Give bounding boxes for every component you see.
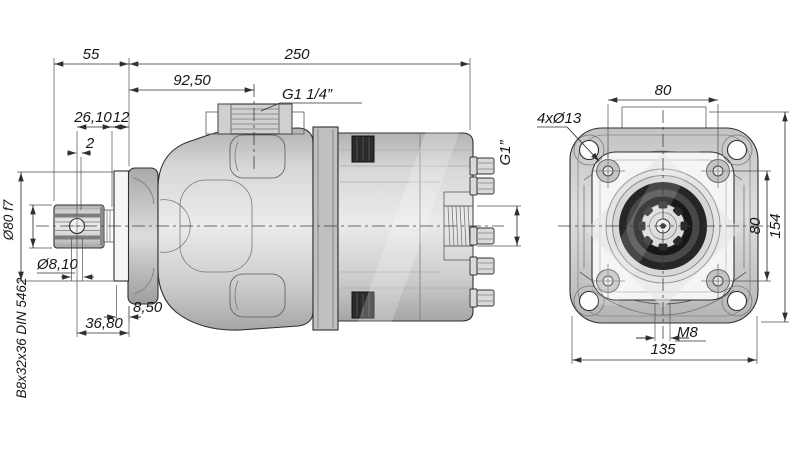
- dim-stud-spacing-vertical: 80: [747, 217, 764, 234]
- dim-port-position: 92,50: [173, 72, 211, 89]
- dim-overall-height: 154: [767, 213, 784, 238]
- shaft-groove-band: [100, 207, 104, 246]
- dim-cross-hole-diameter: Ø8,10: [36, 256, 79, 273]
- plug-bottom: [351, 291, 375, 319]
- dim-shaft-length: 55: [83, 46, 100, 63]
- drive-shaft-spline: [53, 204, 115, 249]
- dim-rear-port-thread: G1”: [497, 139, 514, 165]
- dim-spline-spec: B8x32x36 DIN 5462: [14, 277, 29, 398]
- side-view: 55 250 92,50 G1 1/4” 26,10 12: [1, 46, 521, 398]
- dim-total-length: 250: [283, 46, 310, 63]
- dim-hole-to-flange: 36,80: [85, 315, 123, 332]
- mid-collar: [312, 126, 339, 331]
- dim-groove: 2: [85, 135, 95, 152]
- rear-body: [337, 132, 495, 322]
- hex-bolt: [469, 288, 495, 308]
- front-view-dimensions: 80 4xØ13 80 154 M8: [537, 82, 789, 364]
- dim-pilot-diameter: Ø80 f7: [1, 199, 16, 241]
- hex-bolt: [469, 256, 495, 276]
- top-port-g1-1-4: [205, 103, 305, 135]
- gloss-highlight: [355, 125, 462, 330]
- rear-bolts: [469, 156, 495, 308]
- spline-groove: [55, 235, 103, 240]
- corner-mount-holes: [573, 134, 753, 317]
- m8-hole: [701, 264, 735, 298]
- side-view-dimensions: 55 250 92,50 G1 1/4” 26,10 12: [1, 46, 521, 398]
- dim-hole-to-shaft-end: 26,10: [73, 109, 112, 126]
- dim-top-port-thread: G1 1/4”: [282, 86, 333, 103]
- spline-groove: [55, 213, 103, 218]
- mounting-flange: [113, 167, 159, 305]
- m8-stud-holes: [591, 154, 735, 298]
- dim-stud-thread: M8: [677, 324, 698, 341]
- plug-top: [351, 135, 375, 163]
- housing-pocket-top: [229, 134, 286, 179]
- dim-overall-width: 135: [650, 341, 676, 358]
- front-view: 80 4xØ13 80 154 M8: [537, 82, 789, 364]
- housing-pocket-bottom: [229, 273, 286, 318]
- dim-plate-thickness: 8,50: [133, 299, 163, 316]
- front-housing: [157, 127, 314, 331]
- dim-mount-holes: 4xØ13: [537, 110, 582, 127]
- gloss-highlight: [585, 150, 700, 305]
- m8-hole: [701, 154, 735, 188]
- m8-hole: [591, 264, 625, 298]
- hex-bolt: [469, 176, 495, 196]
- dim-step-width: 12: [113, 109, 130, 126]
- hex-bolt: [469, 156, 495, 176]
- mount-hole: [726, 290, 748, 312]
- m8-hole: [591, 154, 625, 188]
- mount-hole: [726, 139, 748, 161]
- mount-hole: [578, 290, 600, 312]
- dim-port-width: 80: [655, 82, 672, 99]
- hex-bolt: [469, 226, 495, 246]
